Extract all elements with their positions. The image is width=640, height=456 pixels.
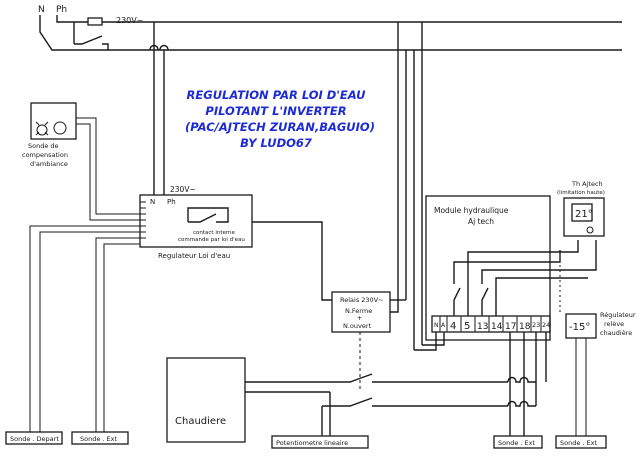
- regulateur-chaudiere: -15° Régulateur relève chaudière: [559, 255, 636, 436]
- terminal-14: 14: [491, 322, 503, 332]
- sun-icon: [36, 124, 48, 136]
- potentiometre-label: Potentiometre lineaire: [276, 439, 348, 447]
- regulateur-chaudiere-display: -15°: [569, 322, 590, 333]
- mains-ph-label: Ph: [56, 5, 67, 15]
- thermostat-button-icon: [586, 226, 594, 234]
- terminal-13: 13: [477, 322, 488, 332]
- regulateur-voltage: 230V~: [170, 185, 196, 194]
- title-line-4: BY LUDO67: [240, 136, 312, 150]
- potentiometre-box: [271, 435, 369, 449]
- terminal-a: A: [441, 322, 446, 329]
- regulateur-n: N: [150, 198, 155, 206]
- regulateur-chaudiere-box: [565, 313, 597, 339]
- bottom-labels: Sonde . Depart Sonde . Ext Potentiometre…: [5, 431, 607, 449]
- terminal-23: 23: [532, 321, 540, 329]
- sonde-ambiance-line-1: Sonde de: [28, 142, 59, 150]
- regulateur-chaudiere-line-1: Régulateur: [600, 311, 636, 319]
- chaudiere-label: Chaudiere: [175, 416, 226, 427]
- sonde-depart-box: [5, 431, 63, 445]
- terminal-5: 5: [464, 321, 470, 332]
- thermostat-ajtech: Th Ajtech (limitation haute) 21°: [557, 180, 605, 237]
- thermostat-line-2: (limitation haute): [557, 190, 605, 196]
- relais-line-2: N.Ferme: [345, 307, 372, 315]
- module-line-1: Module hydraulique: [434, 206, 509, 215]
- sonde-ambiance-line-2: compensation: [22, 151, 68, 159]
- terminal-18: 18: [519, 322, 531, 332]
- terminal-4: 4: [450, 321, 456, 332]
- sonde-ext-2-box: [493, 435, 543, 449]
- relais-line-4: N.ouvert: [343, 322, 372, 330]
- contact-label-1: contact interne: [193, 230, 236, 236]
- regulateur-ph: Ph: [167, 198, 176, 206]
- sonde-ext-1-box: [71, 431, 129, 445]
- sonde-ambiance: Sonde de compensation d'ambiance: [22, 102, 140, 221]
- regulateur-chaudiere-line-2: relève: [604, 320, 624, 328]
- mains-voltage-label: 230V~: [116, 16, 143, 25]
- contact-label-2: commande par loi d'eau: [178, 237, 245, 243]
- knob-icon: [53, 121, 67, 135]
- diagram-title: REGULATION PAR LOI D'EAU PILOTANT L'INVE…: [185, 88, 375, 150]
- sonde-ext-3-label: Sonde . Ext: [560, 439, 597, 447]
- module-line-2: Aj tech: [468, 217, 494, 226]
- thermostat-box: [563, 197, 605, 237]
- sonde-ext-3-box: [555, 435, 607, 449]
- module-box: [425, 195, 551, 341]
- sonde-wires-left: [29, 225, 140, 432]
- title-line-3: (PAC/AJTECH ZURAN,BAGUIO): [185, 120, 375, 134]
- terminal-17: 17: [505, 322, 516, 332]
- relais-line-1: Relais 230V~: [340, 296, 384, 304]
- regulateur-chaudiere-line-3: chaudière: [600, 329, 632, 337]
- terminal-n: N: [434, 322, 439, 329]
- relais: Relais 230V~ N.Ferme + N.ouvert: [331, 291, 406, 392]
- sonde-ext-1-label: Sonde . Ext: [80, 435, 117, 443]
- regulateur-box: [139, 194, 253, 248]
- thermostat-display-value: 21°: [575, 209, 593, 220]
- terminal-strip: [431, 315, 551, 333]
- thermostat-display: [571, 203, 593, 222]
- regulateur-title: Regulateur Loi d'eau: [158, 252, 230, 260]
- title-line-1: REGULATION PAR LOI D'EAU: [187, 88, 367, 102]
- sonde-ext-2-label: Sonde . Ext: [498, 439, 535, 447]
- thermostat-line-1: Th Ajtech: [571, 180, 603, 188]
- sonde-ambiance-line-3: d'ambiance: [30, 160, 68, 168]
- chaudiere-box: [166, 357, 246, 443]
- chaudiere: Chaudiere: [166, 357, 536, 443]
- regulateur-loi-eau: 230V~ N Ph contact interne commande par …: [139, 185, 332, 301]
- mains-input: N Ph 230V~: [38, 5, 622, 350]
- title-line-2: PILOTANT L'INVERTER: [205, 104, 346, 118]
- mains-n-label: N: [38, 5, 45, 15]
- sonde-depart-label: Sonde . Depart: [10, 435, 59, 443]
- module-hydraulique: Module hydraulique Aj tech N A 4 5 13 14…: [414, 195, 597, 436]
- relais-line-3: +: [357, 314, 362, 322]
- fuse-icon: [87, 17, 103, 26]
- terminal-24: 24: [542, 321, 550, 329]
- sonde-ambiance-box: [30, 102, 77, 140]
